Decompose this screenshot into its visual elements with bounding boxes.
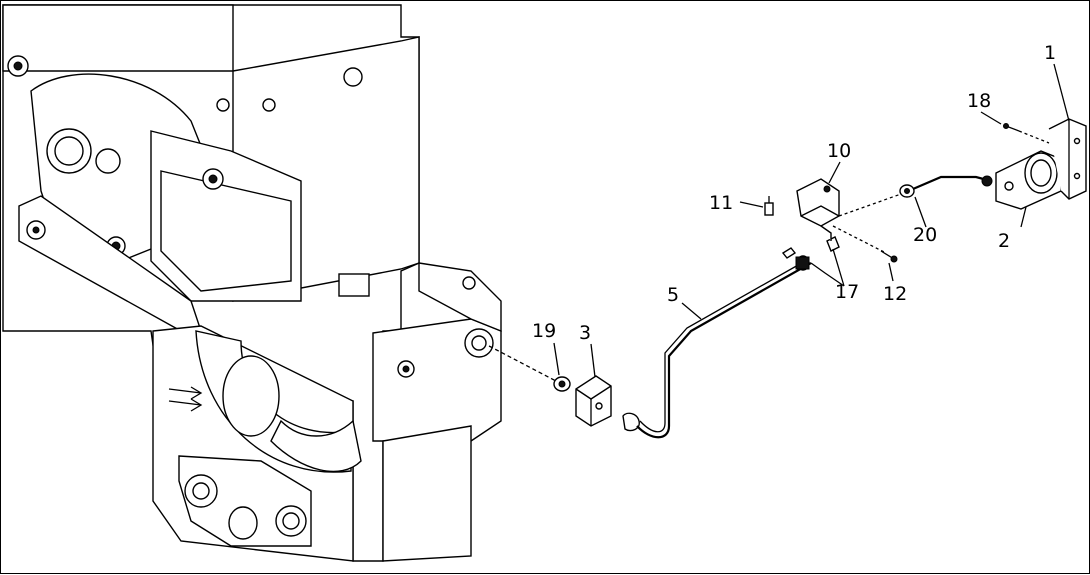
part-12-screw: [880, 250, 898, 263]
callout-labels: 1 2 3 5 10 11 12 17 18 19 20: [532, 42, 1056, 344]
leader-lines: [553, 63, 1070, 378]
part-20-grommet: [899, 184, 915, 198]
part-11-bolt: [764, 196, 774, 216]
part-17-clamp: [781, 236, 840, 271]
callout-20: 20: [913, 224, 937, 246]
part-1-bracket: [1048, 118, 1087, 200]
callout-2: 2: [998, 230, 1010, 252]
part-5-cable: [636, 259, 812, 439]
part-2-gauge: [981, 150, 1062, 210]
part-18-screw: [1003, 123, 1050, 144]
callout-19: 19: [532, 320, 556, 342]
callout-1: 1: [1044, 42, 1056, 64]
callout-12: 12: [883, 283, 907, 305]
mounting-axis-line: [488, 345, 557, 382]
callout-17: 17: [835, 281, 859, 303]
callout-10: 10: [827, 140, 851, 162]
part-10-bracket: [796, 178, 840, 241]
callout-3: 3: [579, 322, 591, 344]
flywheel-housing: [2, 4, 502, 562]
callout-11: 11: [709, 192, 733, 214]
part-19-nut: [553, 376, 571, 392]
lead-wire: [912, 175, 992, 191]
callout-18: 18: [967, 90, 991, 112]
callout-5: 5: [667, 284, 679, 306]
part-3-sensor: [575, 375, 640, 432]
